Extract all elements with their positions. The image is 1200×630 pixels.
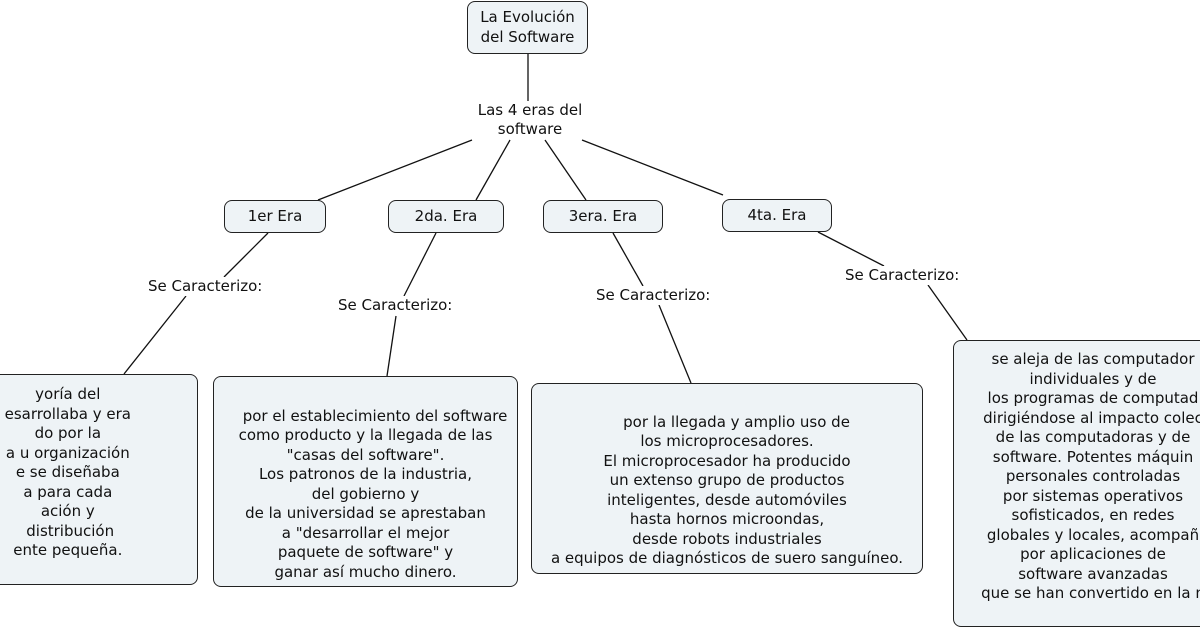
description-text: se aleja de las computador individuales … <box>981 350 1200 602</box>
link-label-eras: Las 4 eras del software <box>466 101 594 139</box>
root-concept-node[interactable]: La Evolución del Software <box>467 1 588 54</box>
era-node-label: 4ta. Era <box>747 205 807 224</box>
era-node-label: 2da. Era <box>414 206 478 225</box>
era-node-4[interactable]: 4ta. Era <box>722 199 832 232</box>
link-label-era-4: Se Caracterizo: <box>843 266 962 285</box>
connector-era3-to-label <box>612 232 644 287</box>
description-text: por el establecimiento del software como… <box>238 406 508 581</box>
connector-label-to-desc2 <box>386 315 397 377</box>
description-node-era-4[interactable]: se aleja de las computador individuales … <box>953 340 1200 627</box>
description-node-era-1[interactable]: yoría del esarrollaba y era do por la a … <box>0 374 198 585</box>
connector-era4-to-label <box>817 231 885 267</box>
description-node-era-2[interactable]: por el establecimiento del software como… <box>213 376 518 587</box>
era-node-label: 1er Era <box>247 206 303 225</box>
description-text: yoría del esarrollaba y era do por la a … <box>4 385 131 559</box>
connector-label-to-desc4 <box>927 284 968 341</box>
era-node-1[interactable]: 1er Era <box>224 200 326 233</box>
connector-eras-to-era3 <box>544 139 587 201</box>
description-text: por la llegada y amplio uso de los micro… <box>550 412 904 568</box>
connector-label-to-desc1 <box>123 295 187 375</box>
era-node-2[interactable]: 2da. Era <box>388 200 504 233</box>
connector-eras-to-era1 <box>317 139 473 201</box>
link-label-era-1: Se Caracterizo: <box>146 277 265 296</box>
connector-label-to-desc3 <box>658 304 692 384</box>
root-concept-title: La Evolución del Software <box>480 8 575 46</box>
era-node-3[interactable]: 3era. Era <box>543 200 663 233</box>
connector-eras-to-era4 <box>581 139 724 196</box>
connector-era1-to-label <box>223 232 269 278</box>
connector-era2-to-label <box>403 232 437 297</box>
connector-eras-to-era2 <box>475 139 511 201</box>
description-node-era-3[interactable]: por la llegada y amplio uso de los micro… <box>531 383 923 574</box>
era-node-label: 3era. Era <box>568 206 638 225</box>
link-label-era-2: Se Caracterizo: <box>336 296 455 315</box>
link-label-era-3: Se Caracterizo: <box>594 286 713 305</box>
